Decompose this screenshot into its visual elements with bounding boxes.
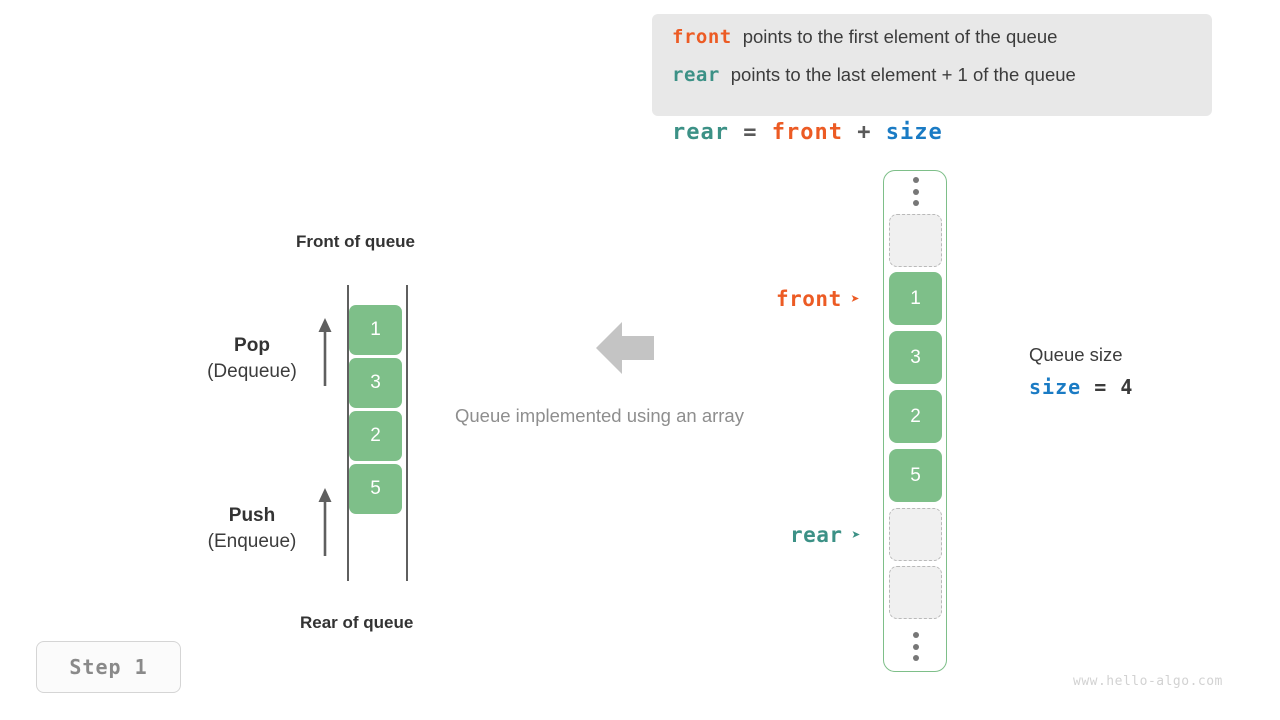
array-slot-filled: 1 <box>889 272 942 325</box>
push-direction-arrow-icon <box>318 488 332 556</box>
front-pointer-label: front <box>776 287 842 311</box>
queue-rail-right <box>406 285 408 581</box>
queue-size-note: Queue size size = 4 <box>1029 344 1133 399</box>
implementation-caption: Queue implemented using an array <box>455 405 744 426</box>
front-pointer-arrow-icon: ➤ <box>850 289 861 308</box>
array-slot-filled: 5 <box>889 449 942 502</box>
front-of-queue-label: Front of queue <box>296 232 415 251</box>
formula-rear-equals-front-plus-size: rear = front + size <box>672 120 943 145</box>
size-variable: size <box>1029 375 1082 399</box>
size-equals: = <box>1094 375 1108 399</box>
array-slot-empty <box>889 508 942 561</box>
legend-box: front points to the first element of the… <box>652 14 1212 116</box>
arrow-left-icon <box>596 322 654 379</box>
array-ellipsis-top-icon <box>909 177 922 206</box>
queue-cell: 3 <box>349 358 402 408</box>
pop-direction-arrow-icon <box>318 318 332 386</box>
array-slot-empty <box>889 214 942 267</box>
legend-keyword-front: front <box>672 26 732 48</box>
formula-size: size <box>885 120 943 145</box>
rear-pointer-label: rear <box>790 523 843 547</box>
push-operation-label: Push (Enqueue) <box>172 505 332 553</box>
step-badge: Step 1 <box>36 641 181 693</box>
pop-title: Pop <box>234 335 270 356</box>
legend-line-rear: rear points to the last element + 1 of t… <box>672 64 1192 102</box>
formula-front: front <box>771 120 843 145</box>
queue-size-title: Queue size <box>1029 344 1123 365</box>
front-pointer: front ➤ <box>776 287 860 311</box>
array-slot-empty <box>889 566 942 619</box>
queue-cell: 5 <box>349 464 402 514</box>
push-title: Push <box>228 505 276 526</box>
queue-size-expression: size = 4 <box>1029 375 1133 399</box>
formula-rear: rear <box>672 120 729 145</box>
array-slot-filled: 3 <box>889 331 942 384</box>
pop-subtitle: (Dequeue) <box>207 361 297 382</box>
rear-pointer: rear ➤ <box>790 523 861 547</box>
queue-cell: 2 <box>349 411 402 461</box>
queue-cell: 1 <box>349 305 402 355</box>
legend-text-rear: points to the last element + 1 of the qu… <box>730 64 1076 85</box>
pop-operation-label: Pop (Dequeue) <box>172 335 332 383</box>
rear-pointer-arrow-icon: ➤ <box>851 525 862 544</box>
watermark: www.hello-algo.com <box>1073 674 1223 689</box>
size-value: 4 <box>1120 375 1134 399</box>
legend-line-front: front points to the first element of the… <box>672 26 1192 64</box>
array-ellipsis-bottom-icon <box>909 632 922 661</box>
legend-keyword-rear: rear <box>672 64 720 86</box>
array-slot-filled: 2 <box>889 390 942 443</box>
queue-rail-left <box>347 285 349 581</box>
push-subtitle: (Enqueue) <box>207 531 297 552</box>
formula-plus: + <box>857 120 872 145</box>
legend-text-front: points to the first element of the queue <box>742 26 1058 47</box>
formula-equals: = <box>743 120 758 145</box>
rear-of-queue-label: Rear of queue <box>300 613 414 632</box>
